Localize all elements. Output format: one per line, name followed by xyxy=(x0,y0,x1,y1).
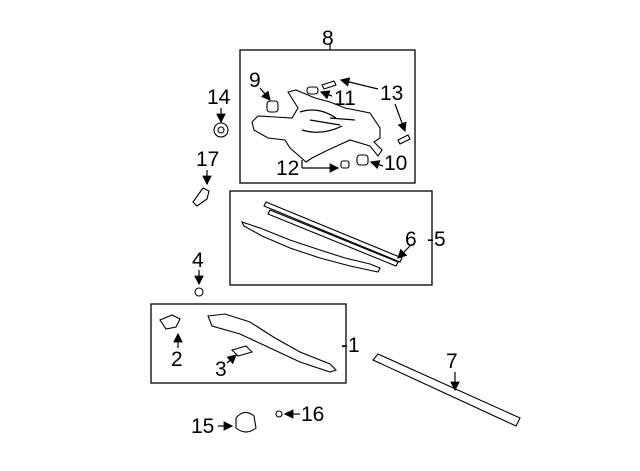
callout-4: 4 xyxy=(192,249,204,272)
part-2-cap xyxy=(159,314,181,330)
part-7-molding xyxy=(372,353,521,427)
blade-refill xyxy=(263,201,403,263)
arm-box xyxy=(150,303,347,384)
callout-14: 14 xyxy=(207,86,231,109)
callout-17: 17 xyxy=(196,148,219,171)
part-4-nut xyxy=(194,287,204,297)
blade-box xyxy=(229,190,433,286)
callout-3: 3 xyxy=(215,358,227,381)
part-9-grommet xyxy=(266,100,279,113)
callout-15: 15 xyxy=(191,415,214,438)
callout-2: 2 xyxy=(171,348,183,371)
wiper-arm xyxy=(207,313,338,373)
part-3-cover xyxy=(230,345,254,357)
callout-11: 11 xyxy=(334,87,356,110)
part-10-grommet xyxy=(356,154,369,166)
blade-group: 6 -5 xyxy=(229,190,446,286)
callout-16: 16 xyxy=(301,403,324,426)
part-17-nozzle xyxy=(192,187,210,207)
callout-6: 6 xyxy=(405,228,417,251)
wiper-blade xyxy=(240,221,381,273)
arm-group: 2 3 -1 xyxy=(150,303,360,384)
part-15-cap xyxy=(235,411,257,433)
part-12-nut xyxy=(340,160,350,169)
part-13-bolt xyxy=(321,80,411,145)
callout-13: 13 xyxy=(380,82,403,105)
callout-12: 12 xyxy=(276,157,299,180)
callout-10: 10 xyxy=(384,152,407,175)
callout-5: -5 xyxy=(427,228,446,251)
motor-box xyxy=(239,49,416,184)
callout-7: 7 xyxy=(446,350,458,373)
motor-assembly-group: 8 9 11 13 12 10 xyxy=(239,27,416,184)
callout-9: 9 xyxy=(249,69,261,92)
part-11-cap xyxy=(306,86,319,95)
callout-1: -1 xyxy=(341,334,360,357)
part-14-grommet xyxy=(213,122,229,138)
part-16-clip xyxy=(275,410,283,418)
wiper-motor xyxy=(251,89,383,163)
callout-8: 8 xyxy=(322,27,334,50)
